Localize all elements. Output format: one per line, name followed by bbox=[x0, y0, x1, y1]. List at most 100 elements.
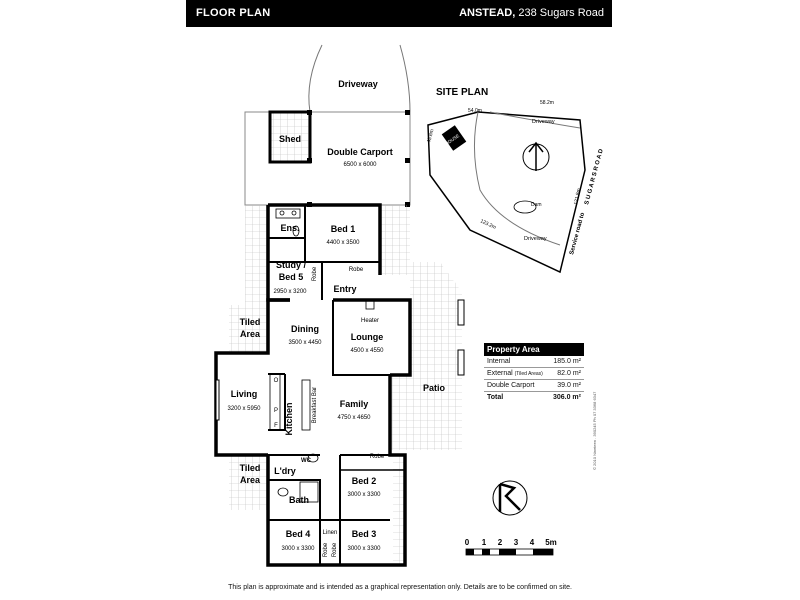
study-dim: 2950 x 3200 bbox=[273, 289, 307, 295]
sugars-road-label: S U G A R S R O A D bbox=[584, 148, 605, 206]
carport-label: Double Carport bbox=[327, 147, 393, 157]
robe-bed3-label: Robe bbox=[332, 542, 338, 557]
walls bbox=[214, 203, 412, 567]
site-driveway-label-bottom: Driveway bbox=[524, 236, 547, 242]
site-plan: SITE PLAN HOUSE Dam Driveway Driveway 54… bbox=[426, 87, 605, 274]
area-value: 185.0 m² bbox=[553, 358, 581, 365]
driveway-label: Driveway bbox=[338, 79, 378, 89]
fixtures bbox=[269, 208, 375, 503]
area-label: Double Carport bbox=[487, 382, 535, 389]
site-dim-4: 121.8m bbox=[573, 188, 582, 206]
windows bbox=[215, 299, 465, 421]
pantry-label: P bbox=[274, 408, 278, 414]
tiled-area-bottom bbox=[229, 455, 269, 510]
lounge-label: Lounge bbox=[351, 332, 384, 342]
laundry-label: L'dry bbox=[274, 466, 296, 476]
bath-label: Bath bbox=[289, 495, 309, 505]
site-driveway-label-top: Driveway bbox=[532, 119, 555, 125]
oven-label: O bbox=[274, 378, 279, 384]
robe-study-label: Robe bbox=[312, 266, 318, 281]
scale-label-2: 2 bbox=[498, 538, 503, 547]
scale-label-5: 5m bbox=[545, 538, 557, 547]
copyright-note: © 2010 Nineteen . 390245 Ph 07 3368 6347 bbox=[592, 391, 597, 470]
area-total-value: 306.0 m² bbox=[552, 394, 581, 401]
suburb: ANSTEAD, bbox=[459, 7, 516, 19]
scale-bar: 0 1 2 3 4 5m bbox=[465, 538, 557, 556]
north-arrow bbox=[528, 141, 544, 171]
tiled-area-top bbox=[229, 305, 269, 353]
driveway-edge-right bbox=[399, 44, 411, 113]
robe-bed2-label: Robe bbox=[370, 454, 385, 460]
site-driveway-1 bbox=[473, 111, 561, 246]
bed1-label: Bed 1 bbox=[331, 224, 356, 234]
dining-dim: 3500 x 4450 bbox=[288, 340, 322, 346]
kitchen-label: Kitchen bbox=[284, 402, 294, 435]
bed2-dim: 3000 x 3300 bbox=[347, 492, 381, 498]
area-row-internal: Internal 185.0 m² bbox=[484, 356, 584, 368]
tiled-strip-left bbox=[245, 205, 268, 305]
area-value: 39.0 m² bbox=[557, 382, 581, 389]
bed4-label: Bed 4 bbox=[286, 529, 311, 539]
site-house bbox=[441, 125, 467, 151]
robe-bed4-label: Robe bbox=[323, 542, 329, 557]
breakfast-bar-label: Breakfast Bar bbox=[312, 387, 318, 423]
tiled-strip-east bbox=[393, 455, 405, 565]
tiled-area-bottom-label-2: Area bbox=[240, 475, 261, 485]
patio-tiles bbox=[390, 262, 462, 450]
ensuite-label: Ens. bbox=[280, 223, 299, 233]
area-row-carport: Double Carport 39.0 m² bbox=[484, 380, 584, 392]
driveway-edge-left bbox=[308, 44, 323, 113]
fridge-label: F bbox=[274, 423, 278, 429]
carport-dim: 6500 x 6000 bbox=[343, 162, 377, 168]
scale-label-3: 3 bbox=[514, 538, 519, 547]
site-dim-1: 54.0m bbox=[468, 108, 482, 114]
site-dim-5: 123.2m bbox=[479, 218, 497, 230]
service-road-label: Service road to bbox=[569, 212, 586, 256]
lounge-dim: 4500 x 4550 bbox=[350, 348, 384, 354]
property-area-title: Property Area bbox=[484, 343, 584, 356]
living-dim: 3200 x 5950 bbox=[227, 406, 261, 412]
dam-outline bbox=[513, 200, 537, 214]
scale-label-4: 4 bbox=[530, 538, 535, 547]
header-bar: FLOOR PLAN ANSTEAD, 238 Sugars Road bbox=[186, 0, 612, 27]
scale-label-1: 1 bbox=[482, 538, 487, 547]
property-area-table: Property Area Internal 185.0 m² External… bbox=[484, 343, 584, 403]
robe-bed1-label: Robe bbox=[349, 267, 364, 273]
area-row-total: Total 306.0 m² bbox=[484, 392, 584, 403]
dining-label: Dining bbox=[291, 324, 319, 334]
area-note: (Tiled Areas) bbox=[514, 371, 543, 377]
area-total-label: Total bbox=[487, 394, 504, 401]
floor-plan-title: FLOOR PLAN bbox=[196, 7, 271, 19]
bed2-label: Bed 2 bbox=[352, 476, 377, 486]
entry-label: Entry bbox=[333, 284, 356, 294]
disclaimer-text: This plan is approximate and is intended… bbox=[228, 584, 572, 591]
area-label: External bbox=[487, 370, 513, 377]
dam-label: Dam bbox=[531, 202, 542, 208]
area-row-external: External (Tiled Areas) 82.0 m² bbox=[484, 368, 584, 380]
bed1-dim: 4400 x 3500 bbox=[326, 240, 360, 246]
bed3-dim: 3000 x 3300 bbox=[347, 546, 381, 552]
family-dim: 4750 x 4650 bbox=[337, 415, 371, 421]
scale-label-0: 0 bbox=[465, 538, 470, 547]
site-dim-3: 45.6m bbox=[426, 129, 435, 144]
bed3-label: Bed 3 bbox=[352, 529, 377, 539]
tiled-area-bottom-label-1: Tiled bbox=[240, 463, 261, 473]
area-value: 82.0 m² bbox=[557, 370, 581, 377]
street: 238 Sugars Road bbox=[518, 7, 604, 19]
family-label: Family bbox=[340, 399, 369, 409]
compass-icon bbox=[492, 480, 528, 516]
living-label: Living bbox=[231, 389, 258, 399]
shed-label: Shed bbox=[279, 134, 301, 144]
tiled-area-top-label-2: Area bbox=[240, 329, 261, 339]
linen-label: Linen bbox=[323, 530, 338, 536]
tiled-area-top-label-1: Tiled bbox=[240, 317, 261, 327]
site-driveway-2 bbox=[489, 111, 581, 129]
area-label: Internal bbox=[487, 358, 511, 365]
tiled-strip-right bbox=[380, 205, 410, 275]
wc-label: WC bbox=[301, 458, 312, 464]
address: ANSTEAD, 238 Sugars Road bbox=[459, 7, 604, 19]
bed4-dim: 3000 x 3300 bbox=[281, 546, 315, 552]
heater-label: Heater bbox=[361, 318, 379, 324]
patio-label: Patio bbox=[423, 383, 446, 393]
